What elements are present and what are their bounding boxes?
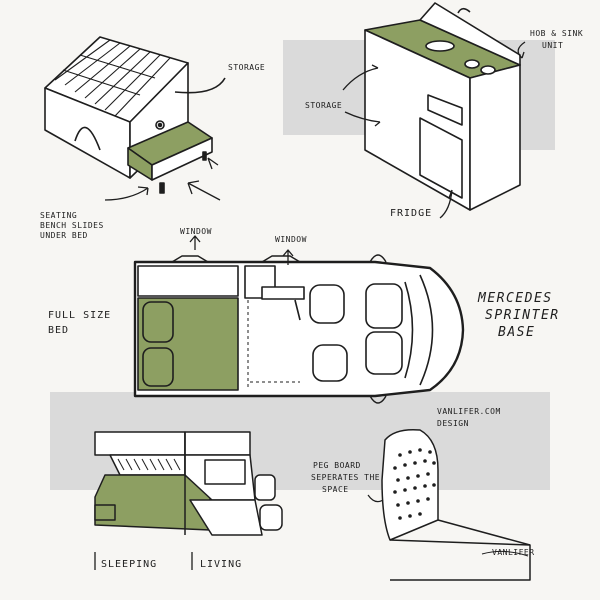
label-base-3: BASE [498,325,535,340]
label-seating-3: UNDER BED [40,231,88,240]
van-floorplan [133,235,465,404]
bed-storage-box [44,36,226,201]
label-storage-kitchen: STORAGE [305,101,342,110]
label-window-left: WINDOW [180,227,212,236]
pegboard-seat [381,428,531,581]
label-living: LIVING [200,559,242,570]
label-pegboard-2: SEPERATES THE [311,473,380,482]
interior-perspective [94,431,283,536]
pegboard-arrow [367,494,384,503]
label-pegboard-1: PEG BOARD [313,461,361,470]
label-hob-sink-1: HOB & SINK [530,29,583,38]
kitchen-unit [342,2,526,219]
label-window-right: WINDOW [275,235,307,244]
label-full-size-1: FULL SIZE [48,310,111,321]
label-seating-1: SEATING [40,211,77,220]
label-seating-2: BENCH SLIDES [40,221,104,230]
label-storage-top: STORAGE [228,63,265,72]
label-base-2: SPRINTER [485,308,560,323]
label-pegboard-3: SPACE [322,485,349,494]
label-design-2: DESIGN [437,419,469,428]
label-design-1: VANLIFER.COM [437,407,501,416]
label-base-1: MERCEDES [477,291,553,306]
label-hob-sink-2: UNIT [542,41,563,50]
label-fridge: FRIDGE [390,208,432,219]
label-sleeping: SLEEPING [101,559,157,570]
signature: VANLIFER [492,548,535,557]
label-full-size-2: BED [48,325,69,336]
